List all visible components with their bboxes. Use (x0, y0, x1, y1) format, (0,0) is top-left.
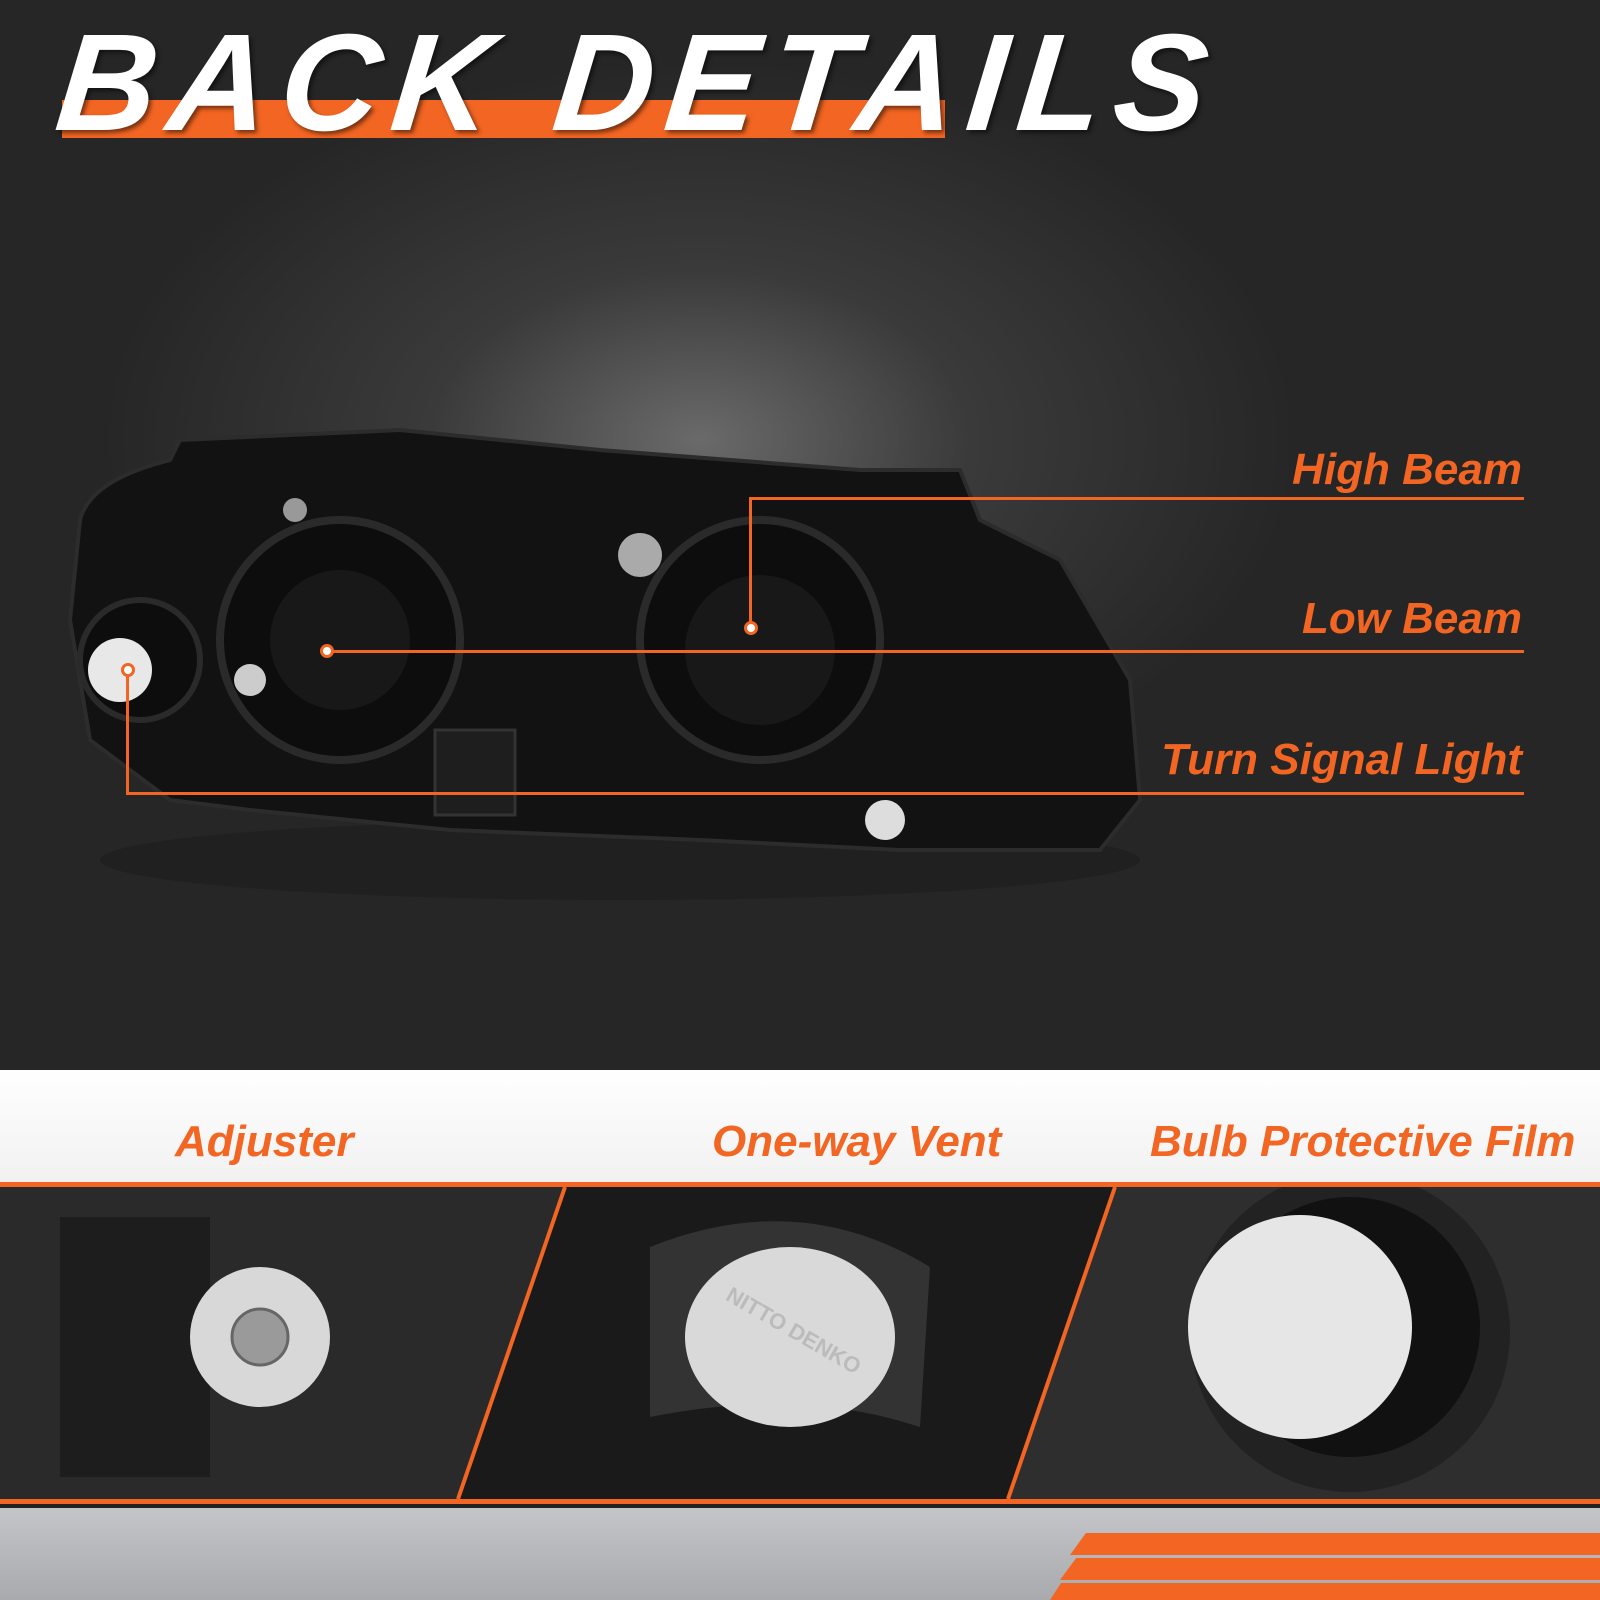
high-beam-line (750, 497, 1524, 500)
callout-high-beam: High Beam (1292, 445, 1522, 494)
turn-signal-marker (121, 663, 135, 677)
callout-low-beam: Low Beam (1301, 594, 1522, 643)
page-title: BACK DETAILS (49, 6, 1228, 160)
low-beam-marker (320, 644, 334, 658)
decor-stripe (1060, 1558, 1600, 1580)
detail-label-bulb-protective-film: Bulb Protective Film (1150, 1117, 1576, 1166)
footer-band (0, 1508, 1600, 1600)
turn-signal-line (126, 792, 1524, 795)
decor-stripe (1070, 1533, 1600, 1555)
turn-signal-connector (126, 670, 129, 794)
detail-label-adjuster: Adjuster (175, 1117, 354, 1166)
low-beam-line (326, 650, 1524, 653)
title-underline-bar (62, 100, 945, 138)
callout-turn-signal-light: Turn Signal Light (1161, 735, 1522, 784)
panel-divider (456, 1187, 567, 1499)
panel-adjuster-image (0, 1187, 565, 1499)
detail-labels-band (0, 1070, 1600, 1182)
panel-divider (1006, 1187, 1117, 1499)
detail-label-one-way-vent: One-way Vent (712, 1117, 1002, 1166)
decor-stripe (1050, 1583, 1600, 1600)
hero-section: BACK DETAILS High Beam Low Beam Turn Sig… (0, 0, 1600, 1070)
panel-bulb-protective-film-image (1008, 1187, 1600, 1499)
panel-one-way-vent-image: NITTO DENKO (458, 1187, 1115, 1499)
headlight-back-image (70, 430, 1140, 850)
high-beam-connector (749, 497, 752, 628)
high-beam-marker (744, 621, 758, 635)
detail-panels: NITTO DENKO (0, 1182, 1600, 1504)
